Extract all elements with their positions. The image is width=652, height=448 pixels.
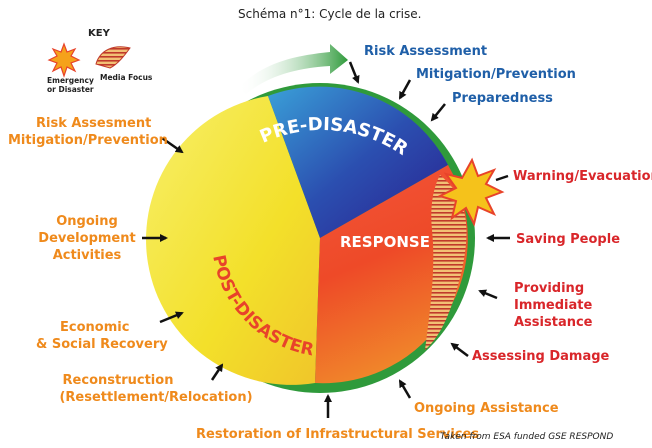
label-preparedness: Preparedness <box>452 91 553 106</box>
label-providing-2: Immediate <box>514 298 592 313</box>
key-media-focus-label: Media Focus <box>100 73 153 82</box>
key-emergency-label-1: Emergency <box>47 76 94 85</box>
explosion-icon <box>437 157 505 227</box>
pre-disaster-sector <box>268 86 448 238</box>
label-providing-1: Providing <box>514 281 584 296</box>
pointer-arrows <box>142 61 510 418</box>
label-ongoing-assistance: Ongoing Assistance <box>414 401 559 416</box>
label-economic-2: & Social Recovery <box>36 337 168 352</box>
label-restoration: Restoration of Infrastructural Services <box>196 427 479 442</box>
media-focus-region <box>425 175 467 350</box>
cycle-direction-arrow <box>238 44 348 94</box>
label-saving-people: Saving People <box>516 232 620 247</box>
label-ongoing-dev-3: Activities <box>53 248 122 263</box>
label-mitigation-prevention: Mitigation/Prevention <box>416 67 576 82</box>
diagram-title: Schéma n°1: Cycle de la crise. <box>238 7 422 21</box>
label-risk-assesment-left-1: Risk Assesment <box>36 116 151 131</box>
key-media-focus-icon <box>95 46 131 69</box>
post-disaster-sector <box>146 96 320 385</box>
label-risk-assessment: Risk Assessment <box>364 44 487 59</box>
label-risk-assesment-left-2: Mitigation/Prevention <box>8 133 168 148</box>
key-emergency-label-2: or Disaster <box>47 85 94 94</box>
label-ongoing-dev-1: Ongoing <box>56 214 118 229</box>
label-assessing-damage: Assessing Damage <box>472 349 610 364</box>
phase-response: RESPONSE <box>340 233 430 251</box>
label-warning-evacuation: Warning/Evacuation <box>513 169 652 184</box>
label-providing-3: Assistance <box>514 315 593 330</box>
label-reconstruction-1: Reconstruction <box>63 373 174 388</box>
label-economic-1: Economic <box>60 320 129 335</box>
label-ongoing-dev-2: Development <box>38 231 135 246</box>
key-title: KEY <box>88 28 111 39</box>
key-emergency-icon <box>47 42 81 78</box>
source-credit: Taken from ESA funded GSE RESPOND <box>440 432 614 442</box>
label-reconstruction-2: (Resettlement/Relocation) <box>59 390 252 405</box>
